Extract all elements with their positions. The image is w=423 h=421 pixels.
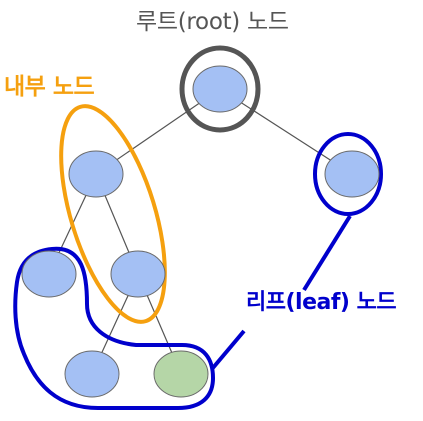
internal-node-label: 내부 노드 <box>4 74 95 100</box>
root-outline <box>179 45 261 133</box>
leaf-connector-line <box>302 214 352 292</box>
leaf-group-outline <box>13 246 216 410</box>
root-node <box>192 65 248 113</box>
edge-root-right-leaf <box>219 88 353 175</box>
right-leaf-node <box>324 150 380 198</box>
root-node-label: 루트(root) 노드 <box>136 9 289 35</box>
bottom-right-leaf-node <box>153 350 209 398</box>
right-leaf-outline <box>313 132 383 216</box>
edges <box>48 88 353 375</box>
bottom-left-leaf-node <box>64 350 120 398</box>
leaf-node-label: 리프(leaf) 노드 <box>246 290 397 315</box>
group-outlines <box>13 45 383 410</box>
internal-outline <box>59 104 167 324</box>
left-child-node <box>68 150 124 198</box>
nodes <box>21 65 380 398</box>
left-left-leaf-node <box>21 250 77 298</box>
middle-internal-node <box>110 250 166 298</box>
leaf-connector-line-lower <box>210 329 246 371</box>
